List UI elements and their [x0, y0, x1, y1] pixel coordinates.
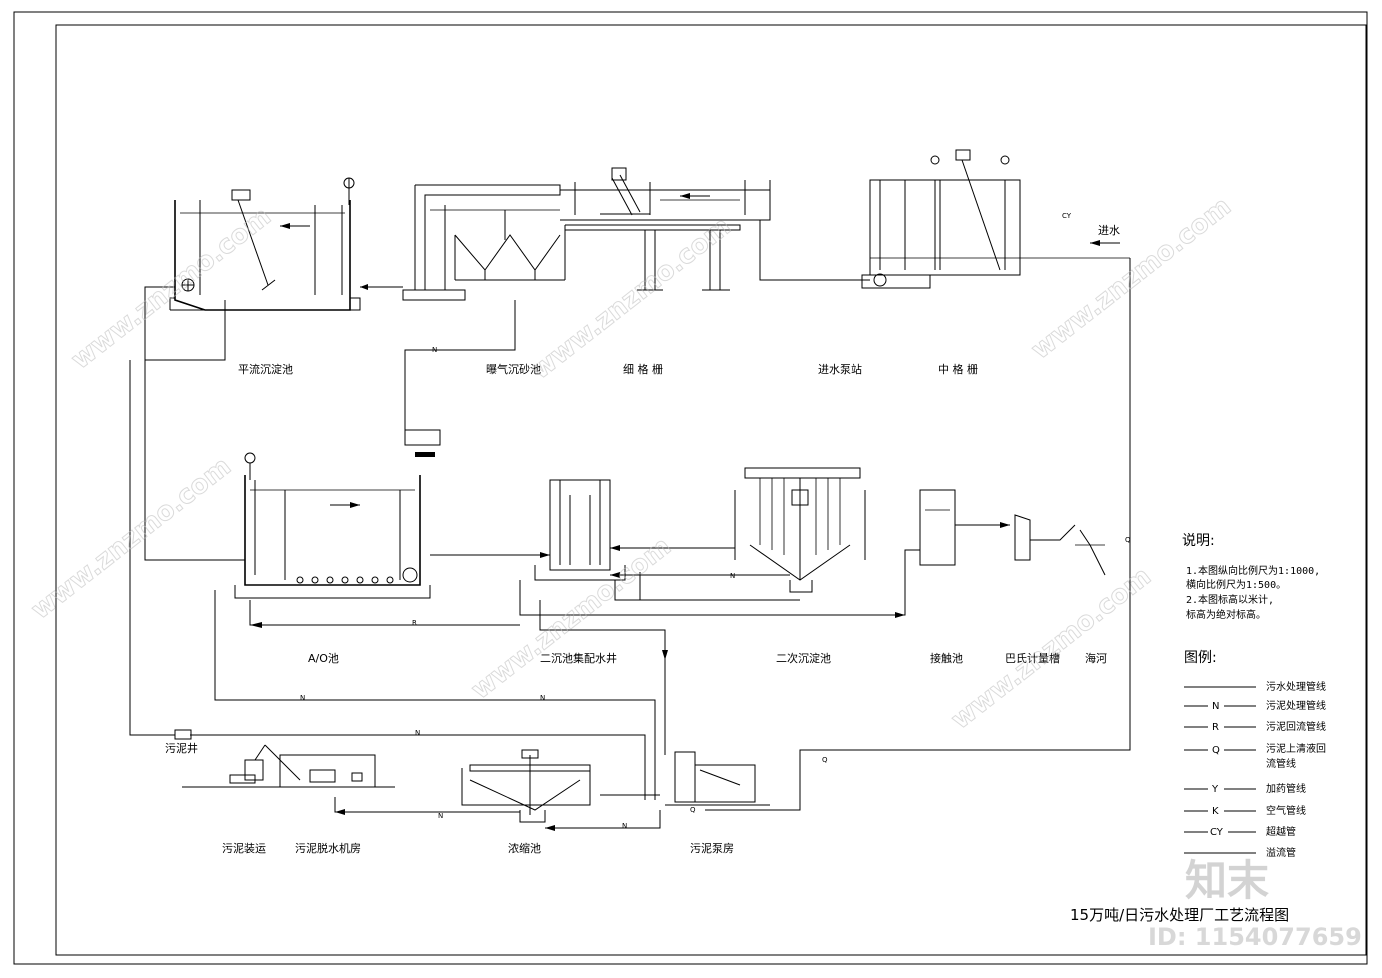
distribution-well-label: 二沉池集配水井 — [540, 651, 617, 665]
bottom-pipes: N N Q Q — [334, 756, 828, 831]
legend-item-text: 超越管 — [1266, 825, 1296, 838]
legend-item: K 空气管线 — [1184, 804, 1306, 817]
legend-item-code: Y — [1211, 784, 1219, 795]
legend-item-text: 加药管线 — [1266, 782, 1306, 795]
legend-item-code: K — [1212, 806, 1219, 817]
legend-item-text: 溢流管 — [1266, 846, 1296, 859]
n-code-5: N — [415, 729, 420, 737]
contact-tank-label: 接触池 — [930, 651, 963, 665]
watermark-text: www.znzmo.com — [526, 212, 737, 386]
watermark-text: www.znzmo.com — [1026, 192, 1237, 366]
distribution-well — [534, 479, 626, 581]
sludge-well-label: 污泥井 — [165, 741, 198, 755]
n-code-6: N — [622, 822, 627, 830]
contact-tank — [919, 489, 956, 566]
sea-river-label: 海河 — [1085, 651, 1107, 665]
inlet-pump-label: 进水泵站 — [818, 362, 862, 376]
legend-item-text: 流管线 — [1266, 757, 1296, 770]
scraper-rods — [759, 478, 841, 555]
dewatering-label: 污泥脱水机房 — [295, 841, 361, 855]
medium-screen-and-pump-station — [861, 149, 1130, 289]
aerated-grit-chamber — [402, 184, 566, 301]
sludge-dewatering-building — [182, 744, 395, 788]
watermark-text: www.znzmo.com — [66, 202, 277, 376]
sludge-pump-house — [665, 751, 770, 806]
ao-tank — [234, 452, 431, 599]
notes-line-4: 标高为绝对标高。 — [1186, 608, 1266, 621]
legend-item: Q 污泥上清液回 流管线 — [1184, 742, 1326, 770]
parshall-flume-and-outfall — [955, 514, 1106, 576]
notes-block: 说明: 1.本图纵向比例尺为1:1000, 横向比例尺为1:500。 2.本图标… — [1182, 533, 1320, 621]
notes-heading: 说明: — [1182, 533, 1215, 549]
aerator-row — [296, 576, 394, 584]
horizontal-clarifier-tank — [169, 177, 361, 311]
blower — [404, 429, 441, 457]
legend-item: N 污泥处理管线 — [1184, 699, 1326, 712]
legend-item: R 污泥回流管线 — [1184, 720, 1326, 733]
notes-line-2: 横向比例尺为1:500。 — [1186, 578, 1286, 591]
medium-screen-label: 中 格 栅 — [938, 362, 978, 376]
n-code: N — [432, 346, 437, 354]
legend-item-text: 污水处理管线 — [1266, 680, 1326, 693]
notes-line-3: 2.本图标高以米计, — [1186, 593, 1274, 606]
legend-item: 溢流管 — [1184, 846, 1296, 859]
top-pipes: N — [144, 258, 1131, 811]
legend-item-code: CY — [1210, 827, 1224, 838]
watermark-text: www.znzmo.com — [946, 562, 1157, 736]
sludge-pump-label: 污泥泵房 — [690, 842, 734, 855]
n-code-3: N — [300, 694, 305, 702]
hl-clarifier-label: 平流沉淀池 — [238, 362, 293, 376]
legend-heading: 图例: — [1184, 650, 1217, 666]
drawing-title: 15万吨/日污水处理厂工艺流程图 — [1070, 906, 1289, 924]
sludge-well — [174, 729, 192, 740]
watermark-id: ID: 1154077659 — [1148, 923, 1362, 951]
q-code-3: Q — [822, 756, 828, 764]
notes-line-1: 1.本图纵向比例尺为1:1000, — [1186, 564, 1320, 577]
q-code-2: Q — [690, 806, 696, 814]
n-code-7: N — [438, 812, 443, 820]
legend-item: 污水处理管线 — [1184, 680, 1326, 693]
sludge-transport-label: 污泥装运 — [222, 842, 266, 855]
legend-item-text: 污泥处理管线 — [1266, 699, 1326, 712]
watermark-text: www.znzmo.com — [466, 532, 677, 706]
legend-item-code: N — [1212, 701, 1219, 712]
legend-item: CY 超越管 — [1184, 825, 1296, 838]
grit-chamber-label: 曝气沉砂池 — [486, 362, 541, 376]
middle-pipes: N R N N N Q — [129, 360, 1131, 800]
parshall-flume-label: 巴氏计量槽 — [1005, 652, 1060, 665]
fine-screen — [560, 167, 870, 291]
outer-border — [13, 11, 1368, 965]
r-code: R — [412, 619, 417, 627]
secondary-clarifier — [734, 467, 866, 593]
legend-item-code: R — [1212, 722, 1219, 733]
watermark-brand: 知末 — [1185, 856, 1269, 905]
ao-tank-label: A/O池 — [308, 652, 339, 665]
n-code-2: N — [730, 572, 735, 580]
inner-border — [55, 24, 1367, 956]
secondary-clarifier-label: 二次沉淀池 — [776, 651, 831, 665]
legend-item-code: Q — [1212, 745, 1220, 756]
legend: 图例: 污水处理管线 N 污泥处理管线 R 污泥回流管线 Q 污泥上清液回 流管… — [1184, 650, 1326, 859]
n-code-4: N — [540, 694, 545, 702]
legend-item: Y 加药管线 — [1184, 782, 1306, 795]
watermark-overlay: www.znzmo.com www.znzmo.com www.znzmo.co… — [25, 191, 1362, 951]
sludge-thickener — [461, 749, 591, 823]
legend-item-text: 污泥回流管线 — [1266, 720, 1326, 733]
thickener-label: 浓缩池 — [508, 842, 541, 855]
q-code: Q — [1125, 536, 1131, 544]
legend-item-text: 污泥上清液回 — [1266, 742, 1326, 755]
fine-screen-label: 细 格 栅 — [623, 362, 663, 376]
watermark-text: www.znzmo.com — [26, 452, 237, 626]
inflow-label: 进水 — [1098, 224, 1120, 237]
legend-item-text: 空气管线 — [1266, 804, 1306, 817]
cy-code: CY — [1062, 212, 1072, 220]
